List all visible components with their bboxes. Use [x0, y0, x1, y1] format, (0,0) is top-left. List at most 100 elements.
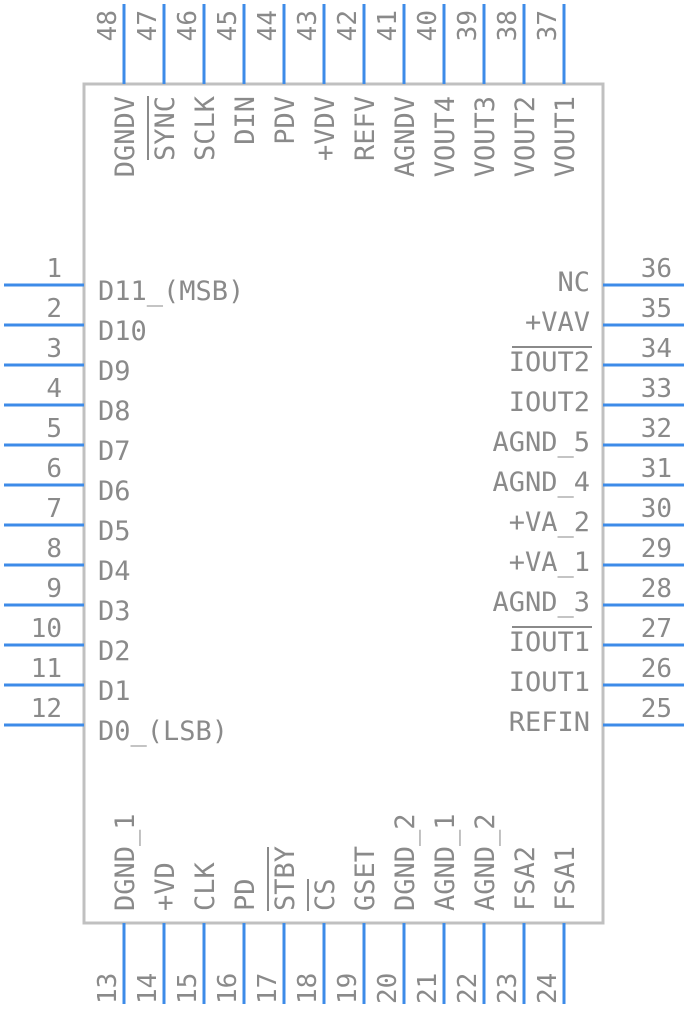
pin-label: VOUT2: [510, 96, 541, 177]
pin-label: D0_(LSB): [98, 716, 228, 747]
pin-label: PD: [230, 878, 261, 911]
pin-label: IOUT1: [509, 627, 590, 658]
pin-label: D5: [98, 516, 131, 547]
pin-label: VOUT3: [470, 96, 501, 177]
pin-label: VOUT4: [430, 96, 461, 177]
pin-number: 19: [333, 973, 363, 1004]
pin-number: 31: [641, 454, 672, 484]
pin-label: CS: [310, 878, 341, 911]
pin-label: +VD: [150, 862, 181, 911]
pin-label: IOUT1: [509, 667, 590, 698]
pin-number: 28: [641, 574, 672, 604]
pin-number: 15: [173, 973, 203, 1004]
pin-label: AGNDV: [390, 96, 421, 177]
pin-number: 9: [46, 574, 62, 604]
pin-number: 17: [253, 973, 283, 1004]
pin-number: 46: [173, 10, 203, 41]
pin-number: 47: [133, 10, 163, 41]
pin-number: 6: [46, 454, 62, 484]
pin-label: IOUT2: [509, 387, 590, 418]
pin-number: 42: [333, 10, 363, 41]
pin-label: NC: [557, 267, 590, 298]
pin-label: PDV: [270, 96, 301, 145]
pin-number: 4: [46, 374, 62, 404]
pin-number: 8: [46, 534, 62, 564]
pin-number: 44: [253, 10, 283, 41]
pin-label: D3: [98, 596, 131, 627]
pin-label: +VAV: [525, 307, 590, 338]
pin-label: VOUT1: [550, 96, 581, 177]
pin-number: 20: [373, 973, 403, 1004]
pin-label: AGND_1: [430, 813, 461, 911]
pin-label: D4: [98, 556, 131, 587]
pin-label: AGND_3: [492, 587, 590, 618]
pin-number: 37: [533, 10, 563, 41]
pin-label: D1: [98, 676, 131, 707]
pin-number: 25: [641, 694, 672, 724]
pin-number: 45: [213, 10, 243, 41]
pin-number: 13: [93, 973, 123, 1004]
pin-number: 29: [641, 534, 672, 564]
pin-label: DIN: [230, 96, 261, 145]
pin-label: DGND_1: [110, 813, 141, 911]
pin-number: 16: [213, 973, 243, 1004]
pin-number: 21: [413, 973, 443, 1004]
pin-label: GSET: [350, 846, 381, 911]
pin-label: FSA1: [550, 846, 581, 911]
pin-number: 43: [293, 10, 323, 41]
pin-label: D6: [98, 476, 131, 507]
pin-label: D10: [98, 316, 147, 347]
pin-number: 41: [373, 10, 403, 41]
pin-number: 11: [31, 654, 62, 684]
pin-number: 1: [46, 254, 62, 284]
pin-number: 38: [493, 10, 523, 41]
pin-label: FSA2: [510, 846, 541, 911]
pin-number: 23: [493, 973, 523, 1004]
pin-label: REFV: [350, 96, 381, 161]
pin-label: AGND_2: [470, 813, 501, 911]
pin-number: 10: [31, 614, 62, 644]
pin-label: +VDV: [310, 96, 341, 161]
pin-label: DGNDV: [110, 96, 141, 177]
pin-number: 5: [46, 414, 62, 444]
right-pins: 36NC35+VAV34IOUT233IOUT232AGND_531AGND_4…: [492, 254, 684, 738]
pin-number: 2: [46, 294, 62, 324]
pin-number: 32: [641, 414, 672, 444]
pin-number: 18: [293, 973, 323, 1004]
pin-label: D11_(MSB): [98, 276, 244, 307]
pin-label: REFIN: [509, 707, 590, 738]
pin-label: AGND_4: [492, 467, 590, 498]
pin-number: 26: [641, 654, 672, 684]
pin-number: 35: [641, 294, 672, 324]
pin-label: CLK: [190, 861, 221, 911]
pin-label: SYNC: [150, 96, 181, 161]
pin-label: DGND_2: [390, 813, 421, 911]
pin-label: IOUT2: [509, 347, 590, 378]
pin-number: 3: [46, 334, 62, 364]
pin-number: 48: [93, 10, 123, 41]
pin-number: 34: [641, 334, 672, 364]
pin-number: 40: [413, 10, 443, 41]
ic-body: [82, 82, 605, 925]
pin-label: D9: [98, 356, 131, 387]
pin-label: STBY: [270, 846, 301, 911]
pin-label: D2: [98, 636, 131, 667]
pin-label: D7: [98, 436, 131, 467]
bottom-pins: 13 DGND_1 14 +VD 15 CLK 16 PD 17 STBY 18 CS 19 GSET 20…: [93, 813, 581, 1004]
pin-label: D8: [98, 396, 131, 427]
pin-label: SCLK: [190, 95, 221, 161]
pin-number: 39: [453, 10, 483, 41]
pin-number: 27: [641, 614, 672, 644]
pin-number: 14: [133, 973, 163, 1004]
pin-number: 36: [641, 254, 672, 284]
pin-number: 7: [46, 494, 62, 524]
pin-number: 30: [641, 494, 672, 524]
pin-label: AGND_5: [492, 427, 590, 458]
pin-number: 33: [641, 374, 672, 404]
pin-number: 12: [31, 694, 62, 724]
pin-number: 22: [453, 973, 483, 1004]
